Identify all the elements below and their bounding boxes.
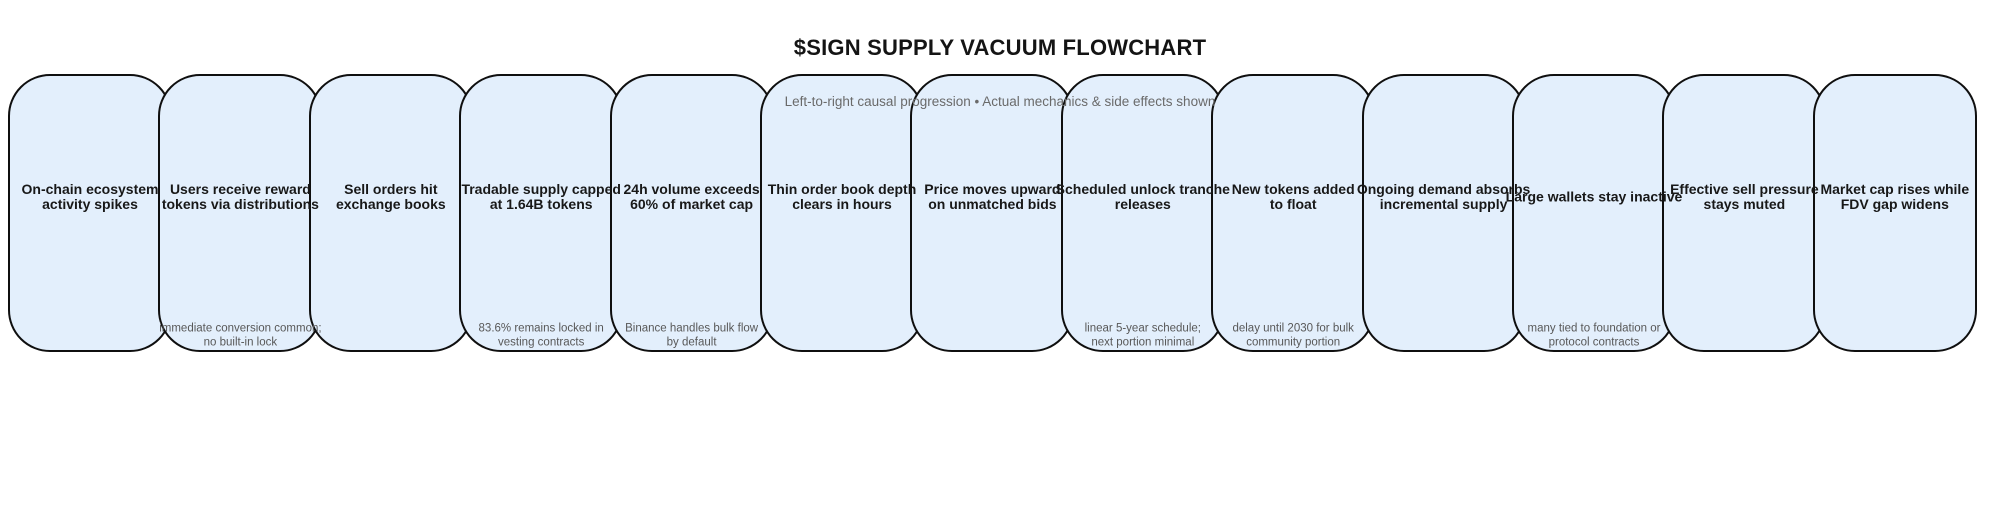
- flow-step-box: [8, 74, 172, 352]
- flow-step-box: [459, 74, 624, 352]
- flow-step-box: [158, 74, 323, 352]
- chart-subtitle: Left-to-right causal progression • Actua…: [784, 94, 1216, 109]
- flow-step-box: [1512, 74, 1676, 352]
- flow-step-box: [609, 74, 774, 352]
- flow-step-box: [1361, 74, 1526, 352]
- flow-step-box: [760, 74, 924, 352]
- flow-step-box: [910, 74, 1075, 352]
- flow-step-box: [1211, 74, 1376, 352]
- flow-step-box: [1812, 74, 1977, 352]
- flow-step-box: [308, 74, 473, 352]
- flow-step-box: [1060, 74, 1225, 352]
- flow-step-box: [1662, 74, 1827, 352]
- chart-title: $SIGN SUPPLY VACUUM FLOWCHART: [793, 35, 1207, 60]
